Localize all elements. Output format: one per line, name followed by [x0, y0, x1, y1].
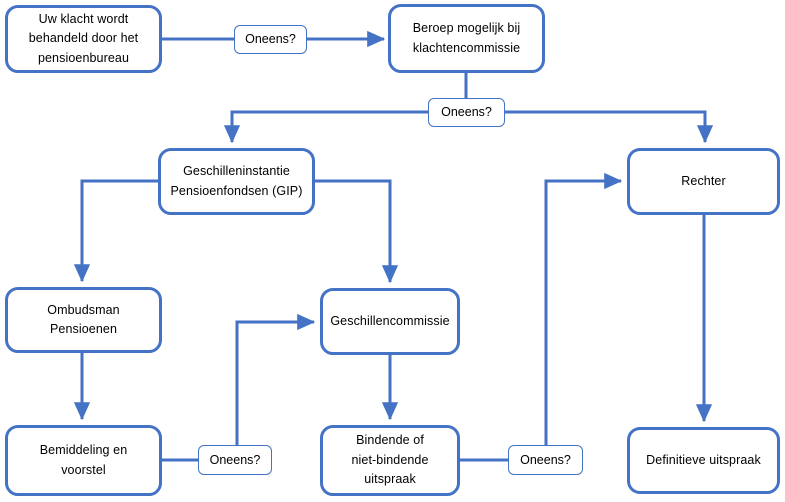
edge-label-oneens-split[interactable]: Oneens? [428, 98, 505, 127]
edge-gip-to-ombudsman [73, 179, 158, 283]
edge-label-oneens-top[interactable]: Oneens? [234, 25, 307, 54]
edge-label-oneens-top-text: Oneens? [245, 32, 296, 46]
node-bindende-uitspraak-label: Bindende of niet-bindende uitspraak [351, 433, 429, 487]
node-gip[interactable]: Geschilleninstantie Pensioenfondsen (GIP… [158, 148, 315, 215]
node-rechter[interactable]: Rechter [627, 148, 780, 215]
edge-split-to-rechter [505, 110, 714, 144]
node-bemiddeling-label: Bemiddeling en voorstel [39, 443, 128, 477]
node-definitieve-uitspraak-label: Definitieve uitspraak [646, 452, 761, 467]
node-pensioenbureau[interactable]: Uw klacht wordt behandeld door het pensi… [5, 5, 162, 73]
node-gip-label: Geschilleninstantie Pensioenfondsen (GIP… [170, 164, 303, 198]
node-pensioenbureau-label: Uw klacht wordt behandeld door het pensi… [28, 11, 139, 65]
edge-label-oneens-split-text: Oneens? [441, 105, 492, 119]
node-klachtencommissie-label: Beroep mogelijk bij klachtencommissie [412, 21, 521, 55]
node-bemiddeling[interactable]: Bemiddeling en voorstel [5, 425, 162, 496]
edge-label-oneens-bemiddeling[interactable]: Oneens? [198, 445, 272, 475]
edge-oneens-to-geschillencommissie [235, 313, 316, 445]
edge-label-oneens-uitspraak-text: Oneens? [520, 452, 571, 467]
node-geschillencommissie-label: Geschillencommissie [330, 313, 450, 328]
edge-label-oneens-bemiddeling-text: Oneens? [209, 452, 261, 467]
node-definitieve-uitspraak[interactable]: Definitieve uitspraak [627, 427, 780, 494]
node-klachtencommissie[interactable]: Beroep mogelijk bij klachtencommissie [388, 4, 545, 73]
node-bindende-uitspraak[interactable]: Bindende of niet-bindende uitspraak [320, 425, 460, 496]
edge-gip-to-geschillencommissie [315, 179, 399, 284]
node-ombudsman-label: Ombudsman Pensioenen [47, 302, 120, 336]
edge-oneens-to-rechter [544, 172, 623, 445]
node-geschillencommissie[interactable]: Geschillencommissie [320, 288, 460, 355]
node-rechter-label: Rechter [681, 173, 726, 188]
node-ombudsman[interactable]: Ombudsman Pensioenen [5, 287, 162, 353]
edge-label-oneens-uitspraak[interactable]: Oneens? [508, 445, 583, 475]
edge-split-to-gip [223, 110, 428, 144]
